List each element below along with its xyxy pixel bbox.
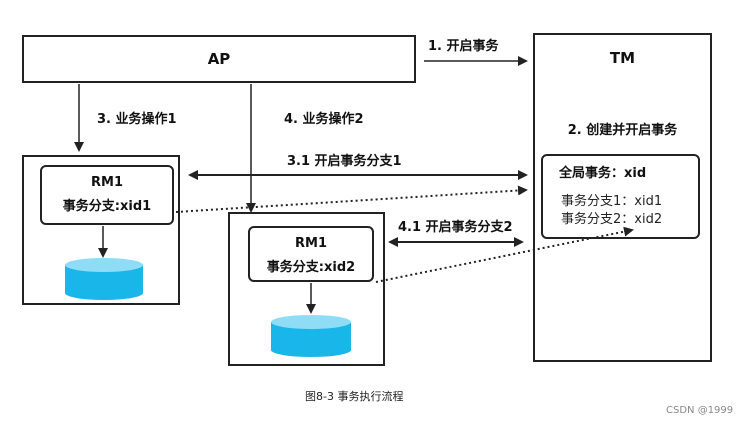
- dotted-branch2: [375, 226, 634, 283]
- label-branch2: 4.1 开启事务分支2: [398, 220, 513, 235]
- rm-middle-branch: 事务分支:xid2: [266, 260, 356, 275]
- tm-create-label: 2. 创建并开启事务: [567, 123, 678, 138]
- rm-left-inner: RM1 事务分支:xid1: [40, 165, 174, 225]
- rm-left-title: RM1: [91, 175, 123, 190]
- watermark: CSDN @1999: [666, 405, 734, 416]
- global-tx-label: 全局事务：xid: [559, 166, 647, 181]
- ap-label: AP: [207, 50, 231, 68]
- database-icon-left: [65, 258, 143, 300]
- branch1-label: 事务分支1：xid1: [561, 194, 663, 209]
- label-op1: 3. 业务操作1: [97, 112, 177, 127]
- rm-left-branch: 事务分支:xid1: [62, 199, 152, 214]
- label-branch1: 3.1 开启事务分支1: [287, 154, 402, 169]
- dotted-branch1: [175, 185, 528, 213]
- branch2-label: 事务分支2：xid2: [561, 212, 663, 227]
- database-icon-middle: [271, 315, 351, 357]
- ap-box: AP: [22, 35, 416, 83]
- rm-middle-title: RM1: [295, 236, 327, 251]
- tm-label: TM: [609, 49, 636, 67]
- global-tx-box: 全局事务：xid 事务分支1：xid1 事务分支2：xid2: [541, 154, 700, 239]
- figure-caption: 图8-3 事务执行流程: [305, 390, 404, 403]
- label-start-tx: 1. 开启事务: [428, 39, 499, 54]
- label-op2: 4. 业务操作2: [284, 112, 364, 127]
- rm-middle-inner: RM1 事务分支:xid2: [248, 226, 374, 282]
